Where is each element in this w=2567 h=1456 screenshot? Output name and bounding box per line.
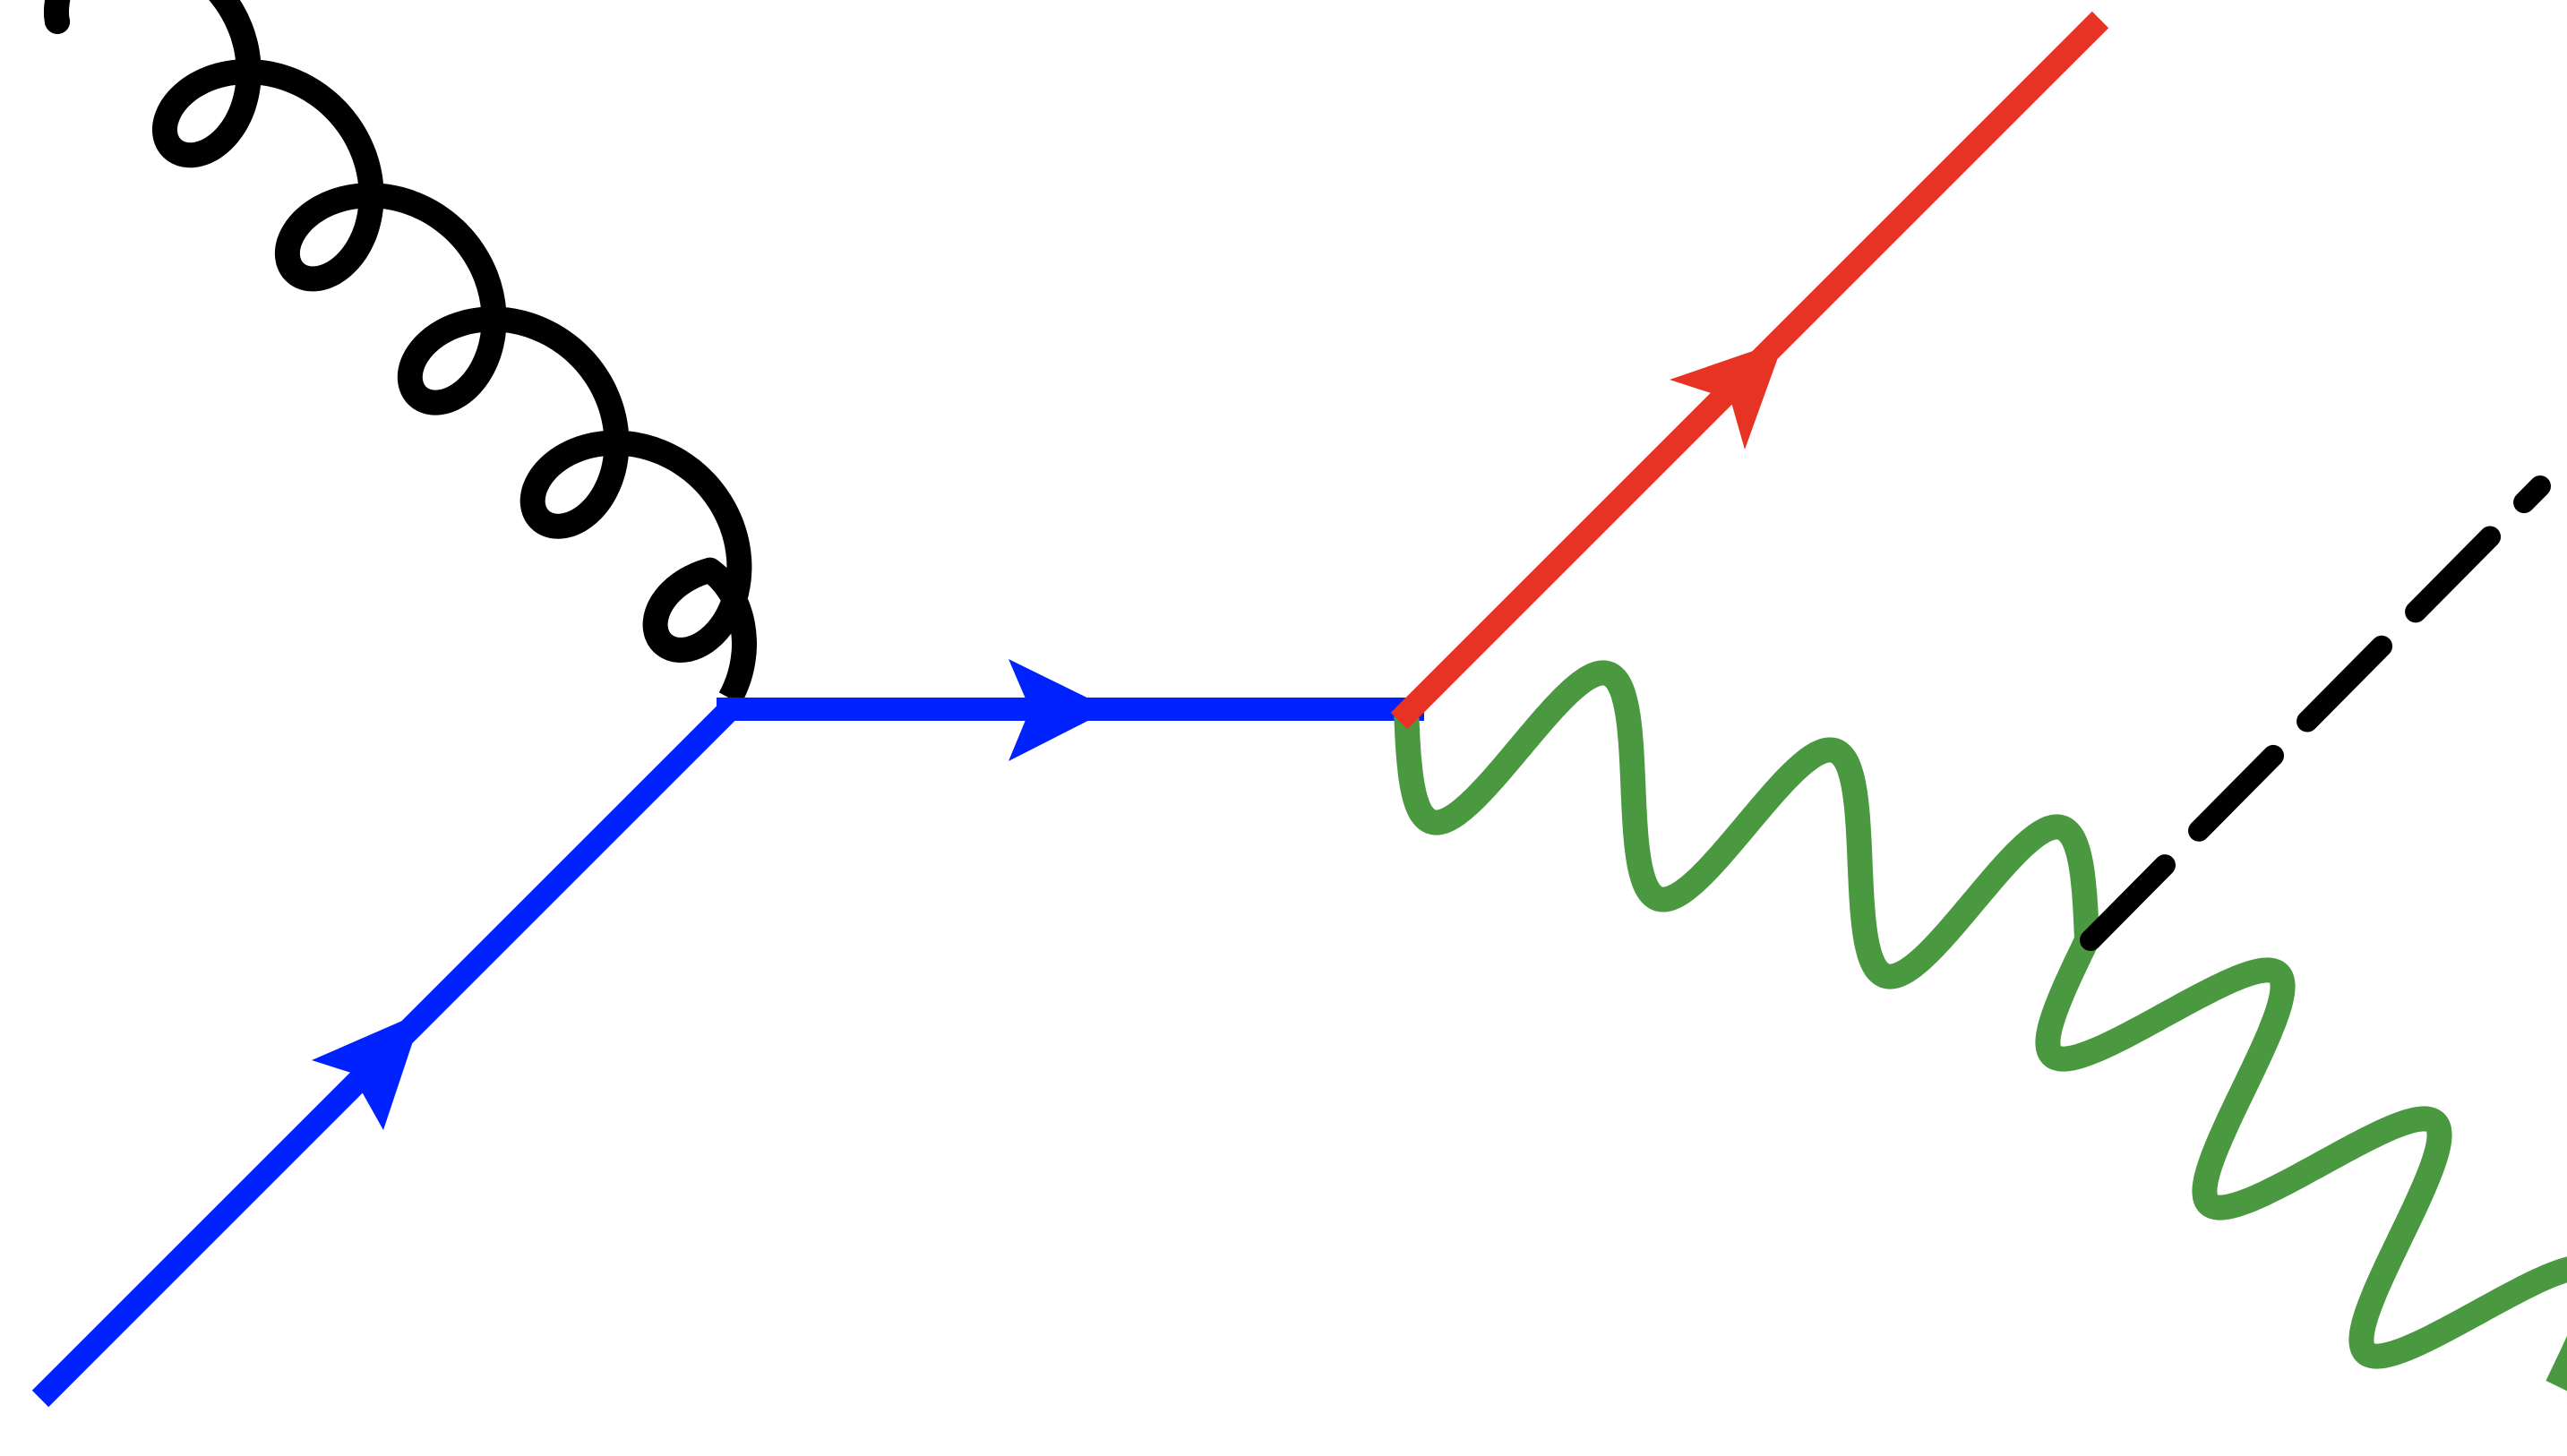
outgoing-quark [1390,11,2109,730]
scalar-line [2080,475,2551,951]
boson-line [1394,660,2567,1394]
gluon-line [43,0,757,708]
incoming-quark-arrow [312,1012,423,1130]
internal-propagator-arrow [1009,659,1111,761]
incoming-quark [31,700,739,1408]
internal-propagator [717,659,1424,761]
outgoing-quark-arrow [1670,340,1784,450]
